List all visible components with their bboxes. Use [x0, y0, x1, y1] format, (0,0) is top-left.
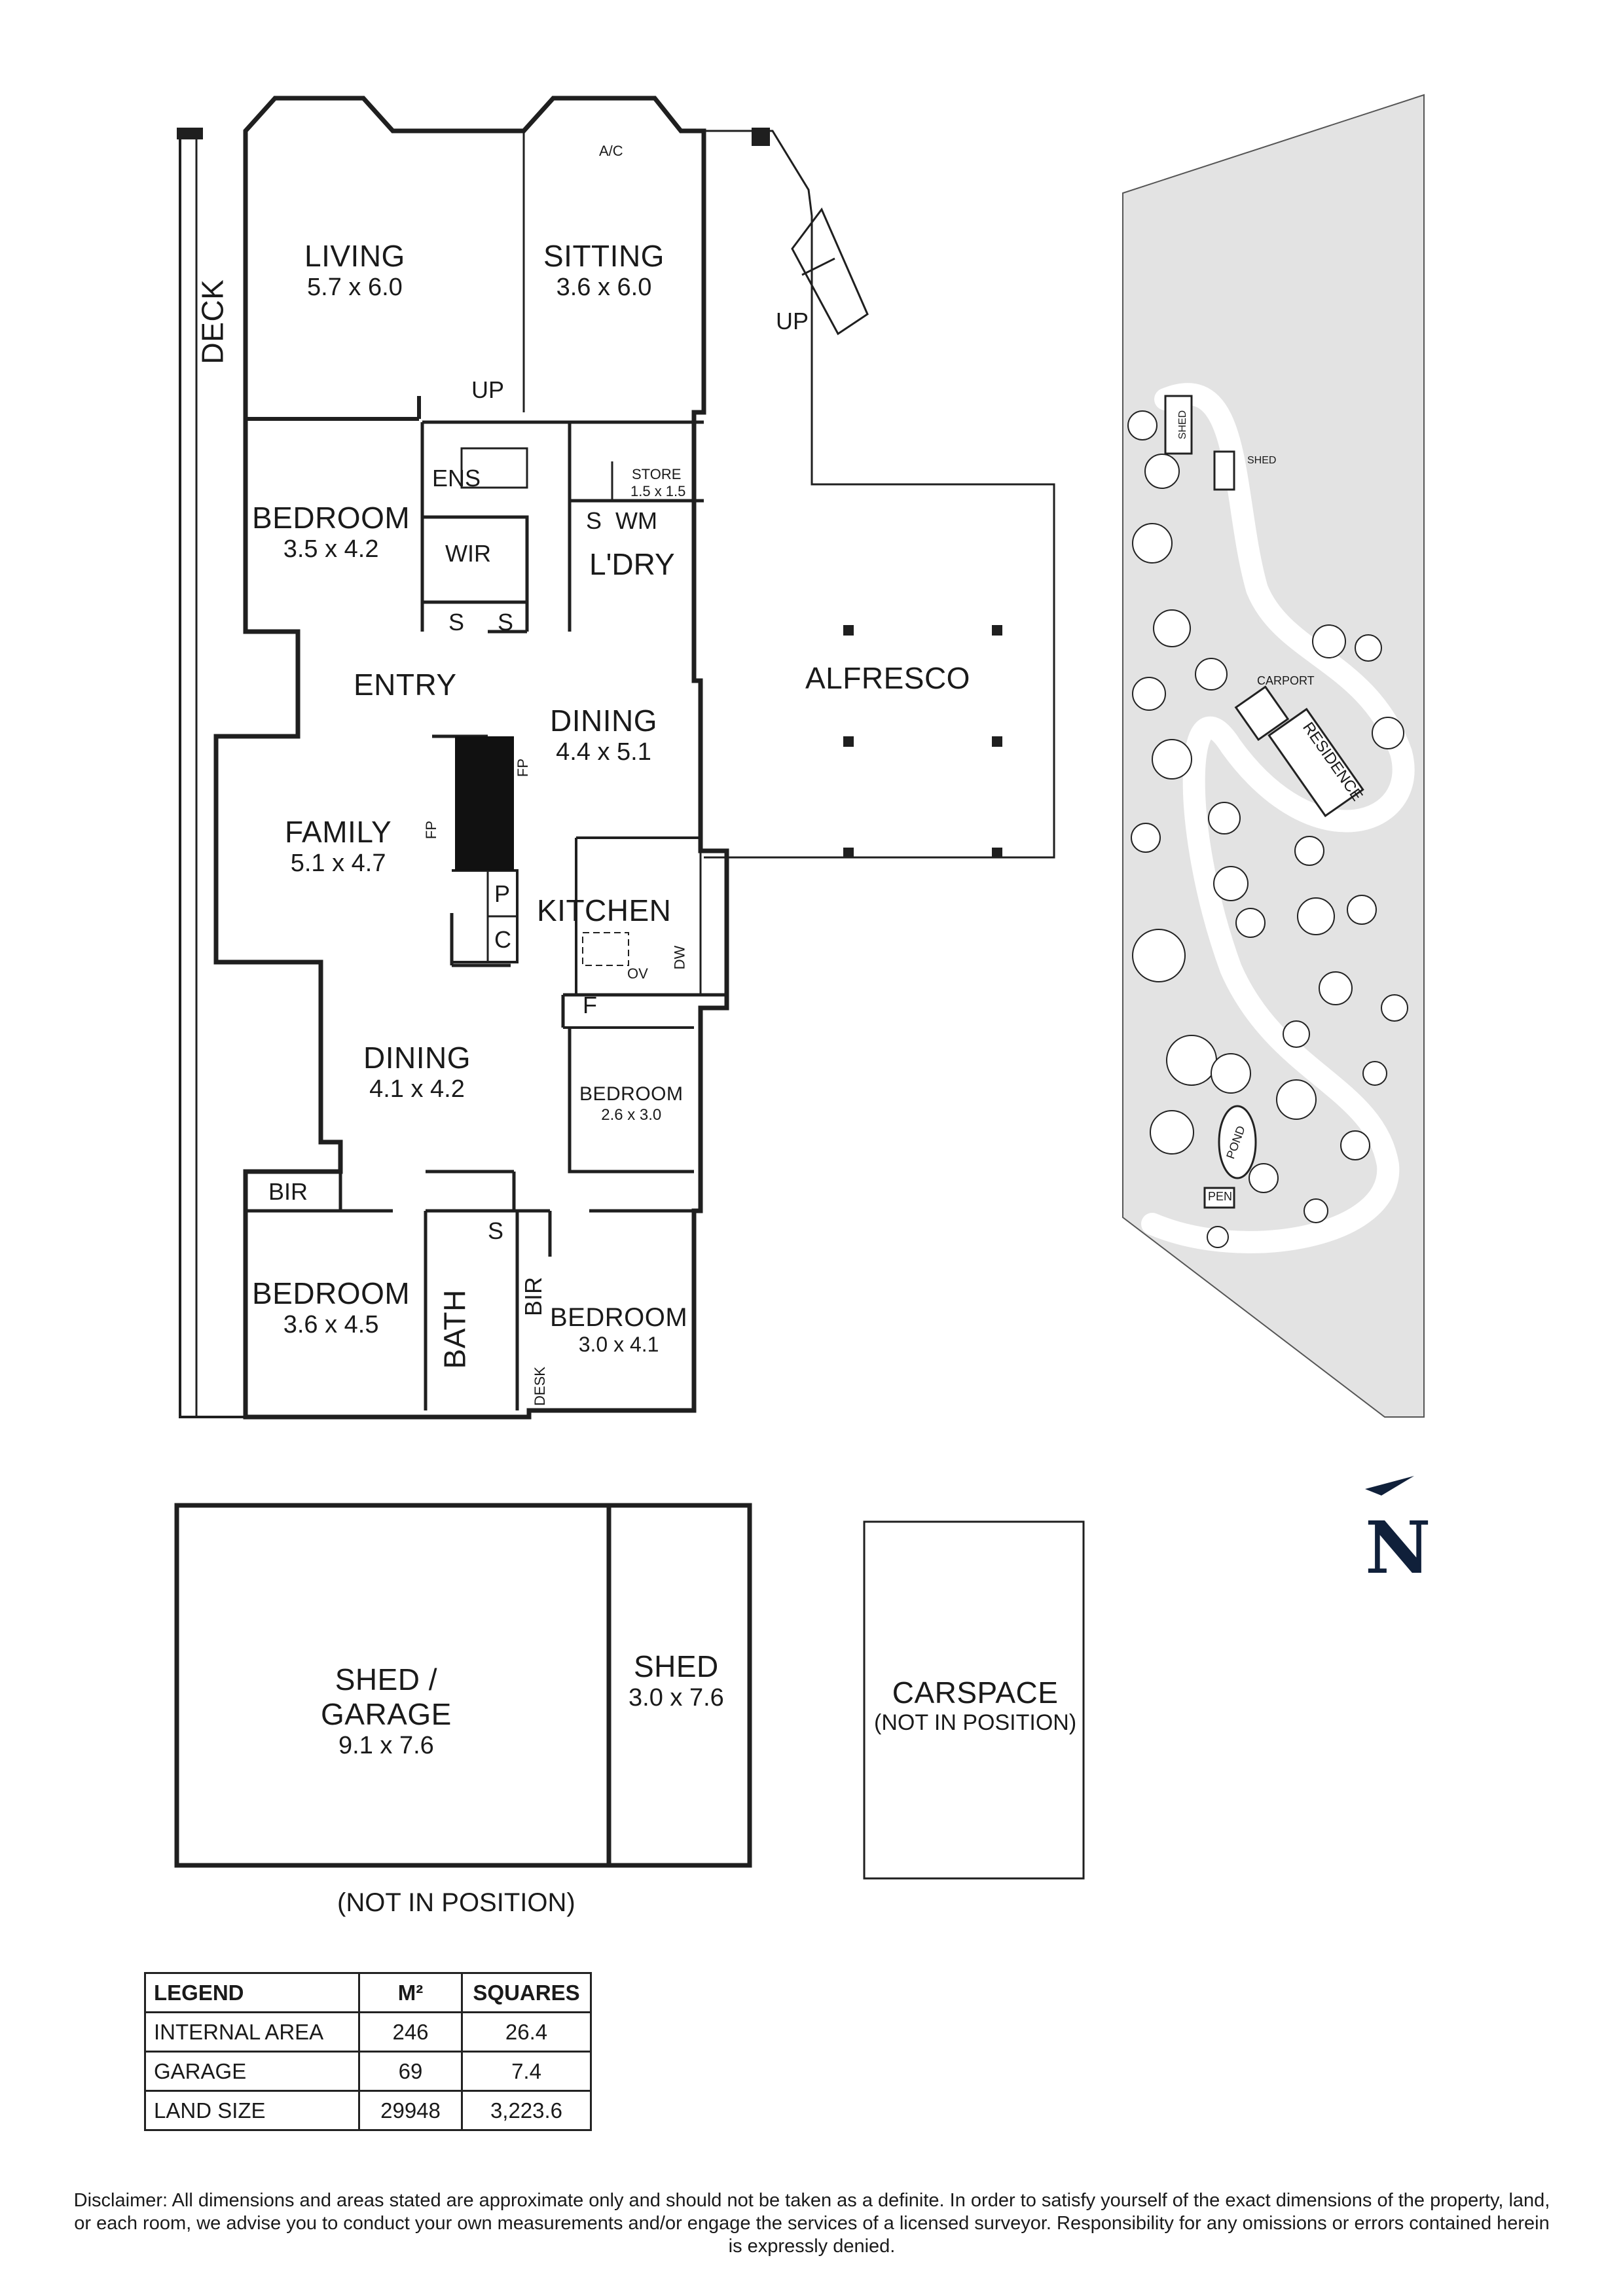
site-pond — [1218, 1105, 1257, 1179]
store-dims: 1.5 x 1.5 — [630, 483, 686, 499]
legend-cell: 246 — [358, 2011, 463, 2053]
site-shed-1-label: SHED — [1177, 410, 1189, 440]
site-driveway — [1141, 383, 1415, 1253]
site-shed-2 — [1213, 450, 1235, 491]
pantry-tag: P — [494, 880, 511, 907]
legend-cell: 29948 — [358, 2090, 463, 2131]
legend-cell: 26.4 — [461, 2011, 592, 2053]
cupboard-tag: C — [494, 926, 511, 953]
legend-row: GARAGE 69 7.4 — [144, 2051, 592, 2092]
dishwasher-tag: DW — [671, 945, 688, 970]
outbuildings-note: (NOT IN POSITION) — [337, 1888, 575, 1917]
ac-tag: A/C — [599, 143, 623, 159]
bir-tag-left: BIR — [268, 1178, 308, 1205]
legend-header: LEGEND — [144, 1972, 360, 2013]
room-entry: ENTRY — [354, 668, 457, 702]
up-tag-living: UP — [471, 376, 505, 403]
room-carspace: CARSPACE(NOT IN POSITION) — [874, 1676, 1077, 1735]
shelf-tag-3: S — [586, 507, 602, 534]
site-shed-1 — [1164, 395, 1193, 455]
legend-cell: 69 — [358, 2051, 463, 2092]
site-pen — [1203, 1187, 1235, 1209]
fp-tag-dining: FP — [515, 758, 532, 778]
shed-outline — [609, 1503, 752, 1868]
room-alfresco: ALFRESCO — [805, 661, 970, 695]
legend-cell: 3,223.6 — [461, 2090, 592, 2131]
fp-tag-family: FP — [423, 820, 440, 840]
shelf-tag-1: S — [448, 609, 465, 636]
site-pen-label: PEN — [1208, 1190, 1233, 1203]
fridge-tag: F — [583, 992, 597, 1018]
legend-row: LAND SIZE 29948 3,223.6 — [144, 2090, 592, 2131]
legend-cell: INTERNAL AREA — [144, 2011, 360, 2053]
legend-cell: LAND SIZE — [144, 2090, 360, 2131]
alfresco-outline — [704, 130, 1055, 859]
north-label: N — [1365, 1505, 1431, 1590]
wm-label: WM — [615, 507, 657, 534]
site-carport — [1234, 685, 1290, 742]
carspace-outline — [863, 1520, 1085, 1880]
site-shed-2-label: SHED — [1247, 455, 1277, 466]
room-bath: BATH — [437, 1289, 472, 1369]
ens-label: ENS — [432, 465, 481, 492]
bir-tag-right: BIR — [520, 1276, 547, 1317]
legend-cell: 7.4 — [461, 2051, 592, 2092]
legend-cell: GARAGE — [144, 2051, 360, 2092]
legend-header: M² — [358, 1972, 463, 2013]
legend-header-row: LEGEND M² SQUARES — [144, 1972, 592, 2013]
north-arrow — [1365, 1476, 1414, 1496]
shelf-tag-4: S — [488, 1217, 504, 1244]
oven-tag: OV — [627, 965, 648, 982]
legend-header: SQUARES — [461, 1972, 592, 2013]
site-residence — [1267, 708, 1364, 817]
area-legend-table: LEGEND M² SQUARES INTERNAL AREA 246 26.4… — [144, 1972, 592, 2131]
legend-row: INTERNAL AREA 246 26.4 — [144, 2011, 592, 2053]
disclaimer-text: Disclaimer: All dimensions and areas sta… — [73, 2190, 1550, 2257]
shelf-tag-2: S — [498, 609, 514, 636]
store-label: STORE — [632, 466, 682, 482]
ldry-label: L'DRY — [589, 547, 675, 581]
site-carport-label: CARPORT — [1257, 674, 1315, 687]
room-deck: DECK — [195, 279, 230, 365]
wir-label: WIR — [445, 540, 491, 567]
room-kitchen: KITCHEN — [537, 893, 672, 927]
up-tag-alfresco: UP — [776, 308, 809, 334]
deck-outline — [179, 131, 246, 1418]
fireplace — [455, 736, 514, 870]
desk-tag: DESK — [531, 1367, 548, 1406]
house-outer-wall — [213, 96, 729, 1420]
